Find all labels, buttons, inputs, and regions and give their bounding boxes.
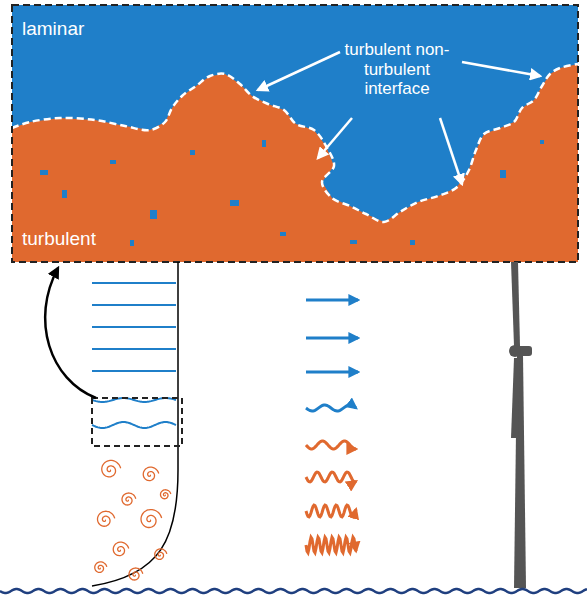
boundary-layer-sketch — [0, 262, 587, 593]
laminar-streamline — [92, 370, 176, 372]
laminar-region — [12, 5, 578, 262]
laminar-pocket — [410, 240, 415, 245]
eddy-swirl — [113, 542, 128, 555]
region-label: turbulent non-turbulent interface — [338, 40, 456, 99]
laminar-pocket — [230, 200, 239, 206]
laminar-streamline — [92, 282, 176, 284]
leader-arrow — [258, 52, 340, 90]
wavy-streamline — [92, 422, 176, 428]
leader-arrow — [318, 118, 352, 158]
eddy-swirl — [95, 562, 107, 572]
laminar-pocket — [500, 170, 506, 178]
laminar-pocket — [190, 150, 195, 155]
eddy-swirl — [129, 568, 143, 580]
eddy-swirl — [98, 511, 115, 526]
laminar-pocket — [350, 240, 357, 244]
eddy-swirl — [143, 467, 158, 480]
laminar-pocket — [40, 170, 48, 175]
laminar-pocket — [62, 190, 67, 198]
inflow-arrow — [306, 299, 358, 302]
zoom-arrow — [45, 268, 96, 398]
inset-frame — [12, 5, 578, 262]
velocity-profile — [92, 262, 178, 586]
eddy-swirl — [102, 460, 121, 476]
laminar-streamline — [92, 326, 176, 328]
sea-surface — [0, 589, 587, 593]
turbulent-inflow-arrow — [306, 472, 356, 482]
inflow-arrow — [306, 405, 356, 411]
laminar-pocket — [150, 210, 157, 219]
laminar-pocket — [130, 240, 134, 246]
leader-arrow — [462, 62, 540, 76]
interface-line — [12, 64, 578, 222]
wind-turbine — [509, 262, 532, 588]
turbulent-region — [12, 64, 578, 262]
laminar-streamline — [92, 348, 176, 350]
zoom-inset — [12, 5, 578, 262]
region-label: turbulent — [22, 228, 96, 250]
laminar-streamline — [92, 304, 176, 306]
eddy-swirl — [155, 549, 167, 559]
eddy-swirl — [122, 493, 136, 505]
laminar-pocket — [540, 140, 544, 144]
inflow-arrow — [306, 371, 358, 374]
laminar-pocket — [280, 232, 286, 236]
leader-arrow — [440, 118, 462, 184]
eddy-swirl — [161, 490, 171, 499]
inflow-arrow — [306, 337, 358, 340]
eddy-swirl — [141, 510, 162, 528]
laminar-pocket — [262, 140, 266, 147]
turbulent-inflow-arrow — [306, 441, 356, 449]
region-label: laminar — [22, 18, 84, 40]
laminar-pocket — [110, 160, 116, 164]
turbulent-inflow-arrow — [306, 505, 356, 517]
zoom-box — [92, 398, 182, 446]
turbulent-inflow-arrow — [306, 537, 356, 553]
